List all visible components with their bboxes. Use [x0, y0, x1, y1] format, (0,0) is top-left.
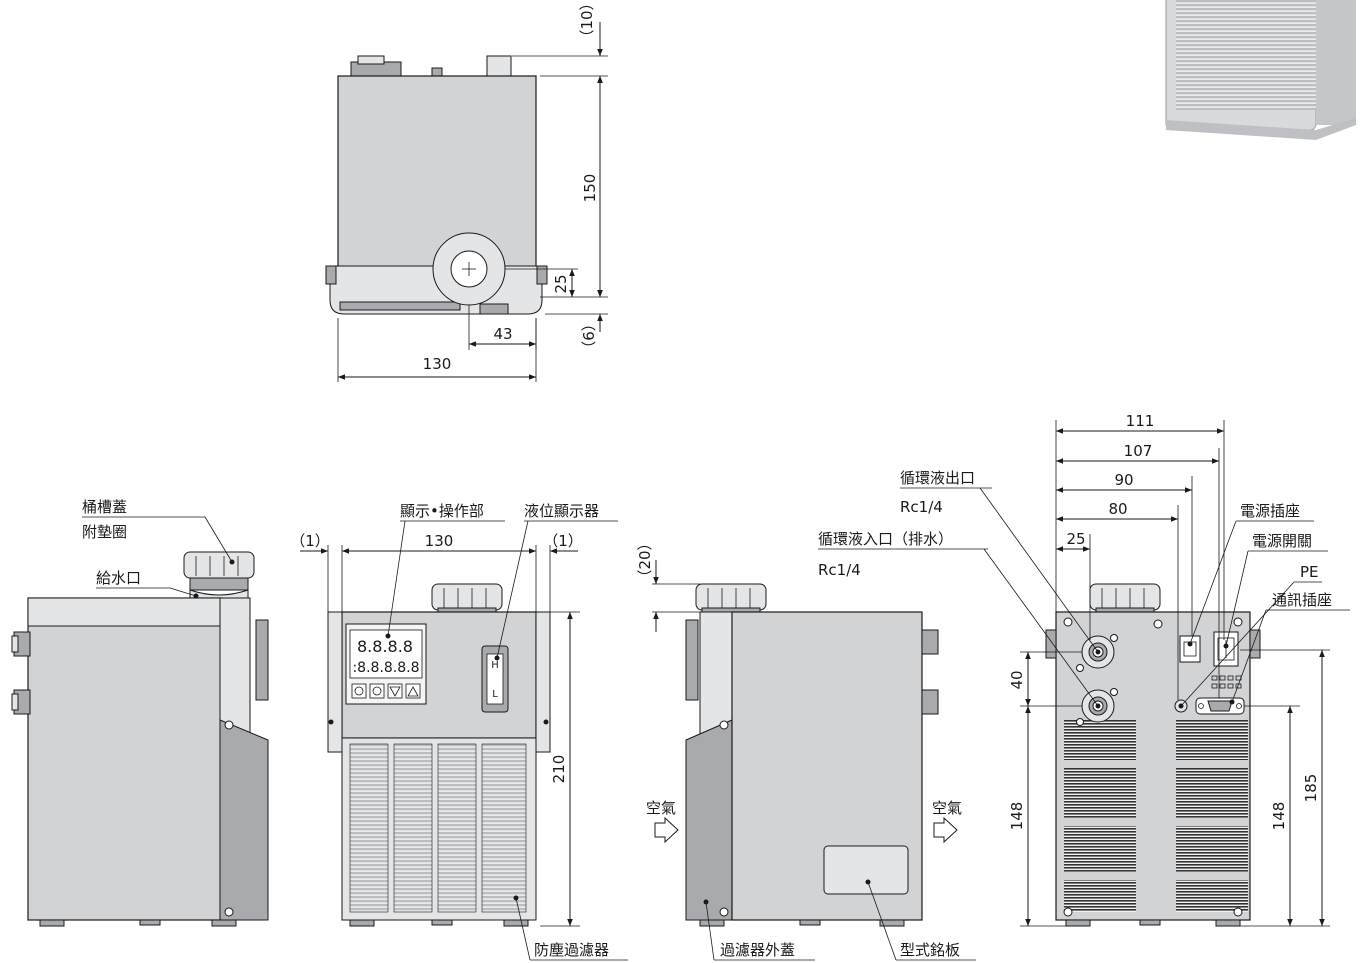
dim-front-210: 210 [550, 755, 568, 784]
display-bottom-digits: :8.8.8.8.8 [352, 660, 419, 676]
left-side-view: 桶槽蓋 附墊圈 給水口 [11, 498, 269, 927]
label-nameplate: 型式銘板 [900, 941, 960, 959]
label-level-gauge: 液位顯示器 [524, 502, 599, 520]
dim-rear-148-right: 148 [1270, 802, 1288, 831]
front-cap [431, 583, 503, 611]
label-dust-filter: 防塵過濾器 [534, 941, 609, 959]
dim-top-25: 25 [552, 274, 570, 293]
rear-louvers [1064, 720, 1248, 912]
dim-rear-185: 185 [1302, 774, 1320, 803]
label-with-gasket: 附墊圈 [82, 523, 127, 541]
left-cap [183, 551, 255, 579]
level-gauge: H L [481, 645, 509, 713]
dim-top-150: 150 [581, 174, 599, 203]
level-low-mark: L [492, 689, 498, 700]
top-body [337, 75, 537, 271]
label-fill-port: 給水口 [96, 569, 141, 587]
label-outlet: 循環液出口 [900, 469, 975, 487]
front-grille [349, 743, 527, 913]
label-air-in: 空氣 [646, 799, 676, 817]
label-comm-socket: 通訊插座 [1272, 591, 1332, 609]
dim-top-43: 43 [493, 325, 512, 343]
dim-front-130: 130 [425, 532, 454, 550]
label-power-switch: 電源開關 [1252, 532, 1312, 550]
dim-rear-148-left: 148 [1008, 802, 1026, 831]
display-top-digits: 8.8.8.8 [357, 637, 413, 656]
label-filter-cover: 過濾器外蓋 [720, 941, 795, 959]
dim-rear-111: 111 [1126, 412, 1155, 430]
nameplate [823, 845, 909, 895]
right-cap [695, 583, 767, 611]
dim-rear-40: 40 [1008, 670, 1026, 689]
rear-cap [1089, 583, 1161, 611]
left-body [27, 597, 223, 921]
dim-front-1-left: （1） [290, 532, 330, 550]
top-view: （10） 150 25 （6） 43 130 [325, 0, 608, 382]
dim-rear-25: 25 [1066, 530, 1085, 548]
dim-rear-80: 80 [1108, 500, 1127, 518]
rear-view: 111 107 90 80 25 40 148 148 185 循環液出口 Rc… [818, 412, 1350, 927]
label-power-socket: 電源插座 [1240, 502, 1300, 520]
label-inlet-thread: Rc1/4 [818, 561, 861, 579]
right-side-view: （20） 空氣 空氣 過濾器外蓋 型式銘板 [636, 535, 976, 961]
label-air-out: 空氣 [932, 799, 962, 817]
label-inlet: 循環液入口（排水） [818, 530, 953, 548]
front-view: 8.8.8.8 :8.8.8.8.8 H L （1） 130 （1） [290, 502, 628, 961]
dim-side-20: （20） [636, 535, 654, 584]
dim-top-130: 130 [423, 355, 452, 373]
level-high-mark: H [491, 660, 499, 671]
label-outlet-thread: Rc1/4 [900, 498, 943, 516]
product-photo [1165, 0, 1356, 140]
dim-top-6: （6） [580, 316, 598, 356]
dim-front-1-right: （1） [543, 532, 583, 550]
label-pe: PE [1300, 563, 1319, 581]
dim-top-10: （10） [578, 0, 596, 45]
dim-rear-107: 107 [1124, 442, 1153, 460]
label-tank-cap: 桶槽蓋 [82, 498, 127, 516]
power-socket [1179, 635, 1201, 663]
comm-socket [1195, 697, 1245, 715]
dim-rear-90: 90 [1114, 471, 1133, 489]
label-display-panel: 顯示•操作部 [400, 502, 484, 520]
